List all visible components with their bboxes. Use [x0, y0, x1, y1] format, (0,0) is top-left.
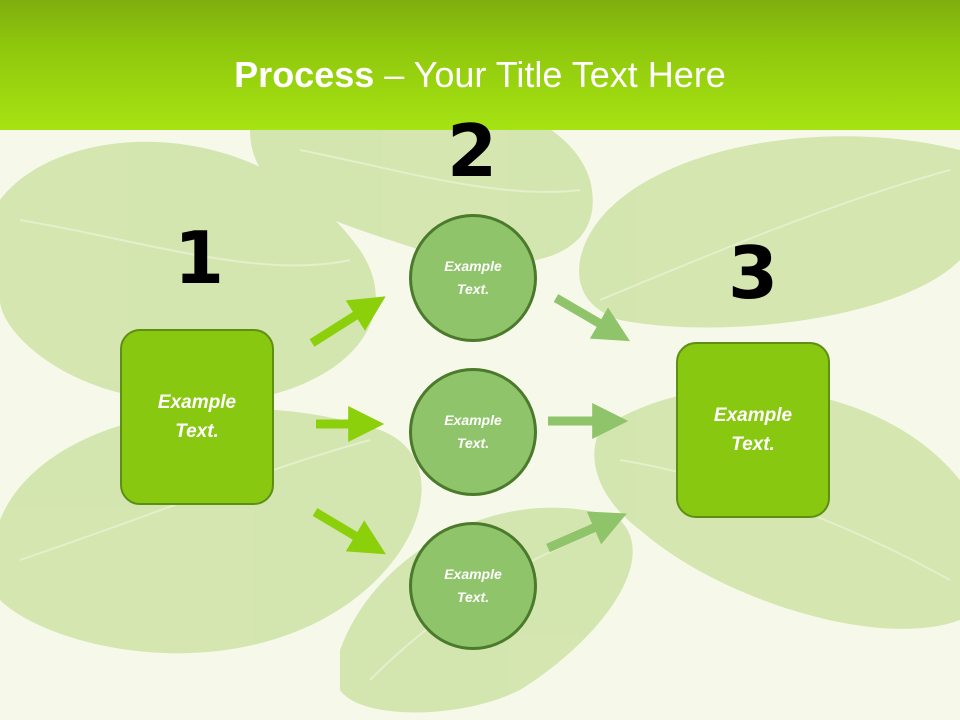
title-bar: Process – Your Title Text Here	[0, 0, 960, 130]
step-2-text-top: Example Text.	[444, 258, 502, 297]
slide-title: Process – Your Title Text Here	[0, 52, 960, 98]
step-2-circle-top: Example Text.	[409, 214, 537, 342]
step-2-text-middle: Example Text.	[444, 412, 502, 451]
step-3-number: 3	[727, 231, 779, 315]
title-bold: Process	[234, 54, 375, 95]
step-2-circle-middle: Example Text.	[409, 368, 537, 496]
step-1-text: Example Text.	[157, 392, 237, 442]
arrow-1-to-2-top	[309, 296, 386, 347]
title-rest: – Your Title Text Here	[374, 54, 726, 95]
arrow-1-to-2-bottom	[312, 508, 386, 555]
step-3-box: Example Text.	[676, 342, 830, 518]
step-2-circle-bottom: Example Text.	[409, 522, 537, 650]
step-2-number: 2	[446, 109, 498, 193]
step-2-text-bottom: Example Text.	[444, 566, 502, 605]
arrow-2-to-3-top	[553, 294, 630, 342]
step-1-number: 1	[173, 216, 225, 300]
step-1-box: Example Text.	[120, 329, 274, 505]
step-3-text: Example Text.	[713, 405, 793, 455]
arrow-2-to-3-bottom	[546, 511, 627, 553]
